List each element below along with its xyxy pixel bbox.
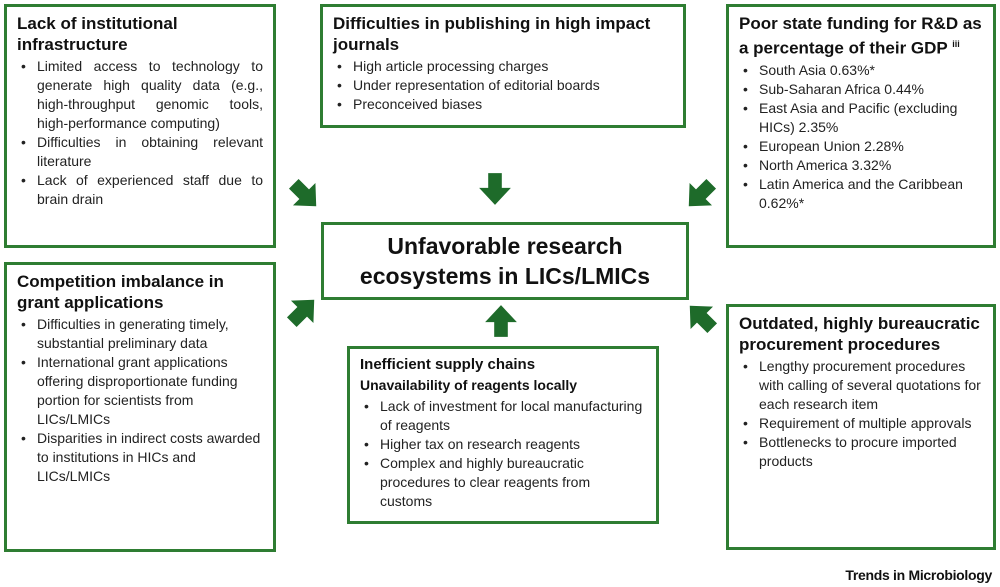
grants-item: Difficulties in generating timely, subst… [17, 315, 263, 353]
box-publishing: Difficulties in publishing in high impac… [320, 4, 686, 128]
supply-item: Higher tax on research reagents [360, 435, 646, 454]
box-state-funding: Poor state funding for R&D as a percenta… [726, 4, 996, 248]
funding-title: Poor state funding for R&D as a percenta… [739, 13, 983, 59]
supply-item: Complex and highly bureaucratic procedur… [360, 454, 646, 511]
central-issue-line2: ecosystems in LICs/LMICs [359, 263, 651, 289]
funding-title-text: Poor state funding for R&D as a percenta… [739, 14, 982, 58]
procurement-item: Bottlenecks to procure imported products [739, 433, 983, 471]
publishing-title: Difficulties in publishing in high impac… [333, 14, 651, 54]
grants-title: Competition imbalance in grant applicati… [17, 272, 224, 312]
box-procurement: Outdated, highly bureaucratic procuremen… [726, 304, 996, 550]
infrastructure-item: Difficulties in obtaining relevant liter… [17, 133, 263, 171]
arrow-down-left-icon [688, 178, 717, 207]
infrastructure-title: Lack of institutional infrastructure [17, 14, 178, 54]
grants-item: Disparities in indirect costs awarded to… [17, 429, 263, 486]
infrastructure-item: Lack of experienced staff due to brain d… [17, 171, 263, 209]
box-institutional-infrastructure: Lack of institutional infrastructure Lim… [4, 4, 276, 248]
publishing-item: Under representation of editorial boards [333, 76, 673, 95]
central-issue-box: Unfavorable research ecosystems in LICs/… [321, 222, 689, 300]
publishing-item: Preconceived biases [333, 95, 673, 114]
box-grant-competition: Competition imbalance in grant applicati… [4, 262, 276, 552]
arrow-down-icon [479, 173, 511, 205]
procurement-item: Lengthy procurement procedures with call… [739, 357, 983, 414]
funding-item: European Union 2.28% [739, 137, 983, 156]
funding-item: North America 3.32% [739, 156, 983, 175]
procurement-list: Lengthy procurement procedures with call… [739, 357, 983, 471]
funding-item: South Asia 0.63%* [739, 61, 983, 80]
grants-item: International grant applications offerin… [17, 353, 263, 429]
journal-credit: Trends in Microbiology [845, 567, 992, 583]
funding-item: Latin America and the Caribbean 0.62%* [739, 175, 983, 213]
supply-subtitle: Unavailability of reagents locally [360, 377, 578, 393]
funding-list: South Asia 0.63%* Sub-Saharan Africa 0.4… [739, 61, 983, 213]
procurement-title: Outdated, highly bureaucratic procuremen… [739, 314, 980, 354]
arrow-up-right-icon [286, 299, 315, 328]
publishing-item: High article processing charges [333, 57, 673, 76]
supply-title: Inefficient supply chains [360, 356, 536, 373]
arrow-up-left-icon [689, 305, 718, 334]
funding-item: Sub-Saharan Africa 0.44% [739, 80, 983, 99]
grants-list: Difficulties in generating timely, subst… [17, 315, 263, 486]
infrastructure-item: Limited access to technology to generate… [17, 57, 263, 133]
publishing-list: High article processing charges Under re… [333, 57, 673, 114]
box-supply-chains: Inefficient supply chains Unavailability… [347, 346, 659, 524]
supply-item: Lack of investment for local manufacturi… [360, 397, 646, 435]
arrow-down-right-icon [288, 178, 317, 207]
arrow-up-icon [485, 305, 517, 337]
funding-item: East Asia and Pacific (excluding HICs) 2… [739, 99, 983, 137]
procurement-item: Requirement of multiple approvals [739, 414, 983, 433]
funding-superscript: iii [952, 39, 960, 49]
central-issue-line1: Unfavorable research [387, 233, 623, 259]
infrastructure-list: Limited access to technology to generate… [17, 57, 263, 209]
supply-list: Lack of investment for local manufacturi… [360, 397, 646, 511]
